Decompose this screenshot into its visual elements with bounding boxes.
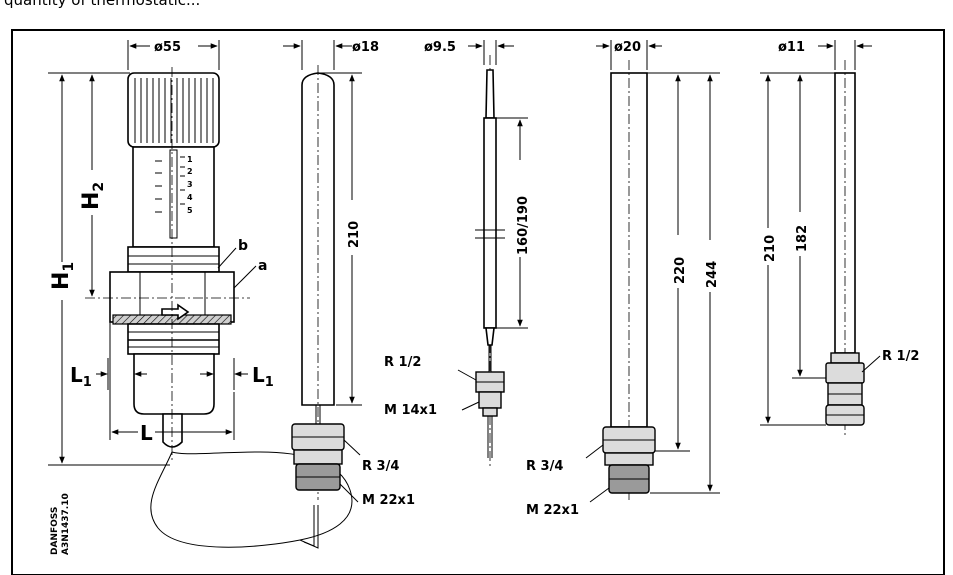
bulb-2: ø9.5 160/190 R 1/2 M 14x1 — [384, 40, 531, 468]
cropped-caption: quantity of thermostatic... — [4, 0, 201, 9]
dim-d20: ø20 — [614, 40, 641, 55]
valve-neck — [127, 246, 220, 273]
scale-number-2: 2 — [187, 167, 193, 176]
dim-l1-left: L1 — [70, 363, 92, 390]
bulb-1-nut — [293, 449, 343, 465]
scale-number-4: 4 — [187, 193, 193, 202]
drawing-number: A3N1437.10 — [61, 493, 71, 555]
dim-d55: ø55 — [154, 40, 181, 55]
capillary-outlet — [162, 413, 183, 448]
bulb-4-fitting — [825, 362, 865, 384]
bulb-2-tip — [485, 69, 495, 119]
capillary-tube — [150, 451, 353, 548]
scale-number-1: 1 — [187, 155, 193, 164]
scale-number-3: 3 — [187, 180, 193, 189]
dim-h2: H2 — [79, 182, 107, 210]
label-a: a — [258, 258, 267, 274]
label-r12-right: R 1/2 — [882, 349, 919, 364]
dim-d9-5: ø9.5 — [424, 40, 456, 55]
danfoss-label: DANFOSS — [50, 507, 60, 555]
dim-d18: ø18 — [352, 40, 379, 55]
bulb-1-body — [301, 72, 335, 406]
label-r12-left: R 1/2 — [384, 355, 421, 370]
lower-body — [133, 353, 215, 415]
bulb-1: ø18 210 R 3/4 M 22x1 — [283, 40, 415, 508]
dim-210-bulb-4: 210 — [763, 235, 778, 262]
bellows-housing — [127, 323, 220, 355]
dim-244: 244 — [705, 261, 720, 288]
bulb-2-nut — [478, 391, 502, 409]
dim-h1: H1 — [49, 262, 77, 290]
dim-182: 182 — [795, 225, 810, 252]
dim-l1-right: L1 — [252, 363, 274, 390]
label-m22-right: M 22x1 — [526, 503, 579, 518]
scale-window — [169, 149, 178, 239]
cropped-caption-strip: quantity of thermostatic... — [0, 0, 953, 30]
valve-dimensions: ø55 H1 H2 L1 L1 L b a — [48, 40, 274, 466]
bulb-3-nut — [604, 452, 654, 466]
dim-160-190: 160/190 — [516, 196, 531, 255]
bulb-4: ø11 210 182 R 1/2 — [760, 40, 919, 435]
scale-number-5: 5 — [187, 206, 193, 215]
scale-ticks — [155, 156, 185, 213]
dim-d11: ø11 — [778, 40, 805, 55]
label-m22-left: M 22x1 — [362, 493, 415, 508]
scale-housing — [132, 146, 215, 248]
bulb-2-body — [483, 117, 497, 329]
drawing-frame — [11, 29, 945, 575]
flow-arrow — [161, 303, 190, 321]
knob-ribs — [134, 78, 214, 143]
valve-assembly: 1 2 3 4 5 — [85, 67, 250, 460]
label-r34-left: R 3/4 — [362, 459, 399, 474]
label-r34-right: R 3/4 — [526, 459, 563, 474]
adjusting-knob — [127, 72, 220, 148]
dim-220: 220 — [673, 257, 688, 284]
dim-l: L — [140, 421, 153, 445]
label-m14: M 14x1 — [384, 403, 437, 418]
bulb-3: ø20 220 244 R 3/4 M 22x1 — [526, 40, 720, 518]
label-b: b — [238, 238, 248, 254]
dim-210-bulb-1: 210 — [347, 221, 362, 248]
